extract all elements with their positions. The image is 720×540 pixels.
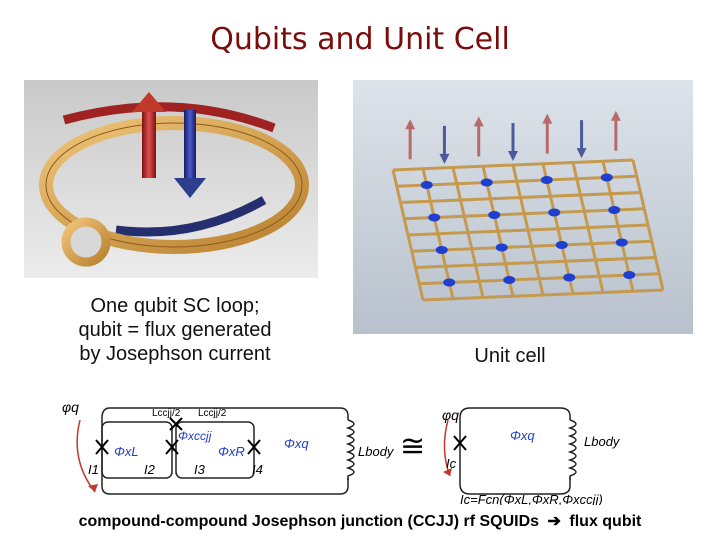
ccjj-circuit-diagram: φq Lccjj/2 Lccjj/2 ΦxL Φxccjj ΦxR Φxq Lb… bbox=[40, 390, 680, 507]
caption-line-1: One qubit SC loop; bbox=[90, 295, 260, 317]
lccjj-left-label: Lccjj/2 bbox=[152, 408, 181, 419]
spin-up-arrow bbox=[473, 116, 484, 157]
spin-down-arrow bbox=[439, 125, 450, 164]
qubit-loop-image bbox=[24, 80, 318, 278]
spin-down-arrow bbox=[508, 123, 518, 161]
qubit-loop-caption: One qubit SC loop; qubit = flux generate… bbox=[30, 294, 320, 366]
equivalence-symbol: ≅ bbox=[400, 430, 425, 463]
phi-q-ext-label: Φxq bbox=[284, 436, 309, 451]
caption-line-3: by Josephson current bbox=[79, 343, 271, 365]
l-body-label: Lbody bbox=[358, 444, 395, 459]
junction-dot bbox=[495, 243, 508, 252]
caption-line-2: qubit = flux generated bbox=[78, 319, 272, 341]
lattice-bar bbox=[411, 239, 652, 253]
i3-label: I3 bbox=[194, 462, 206, 477]
slide-title: Qubits and Unit Cell bbox=[210, 22, 510, 57]
lattice-bar bbox=[541, 163, 575, 295]
unit-cell-lattice-image bbox=[353, 80, 693, 334]
lattice-bar bbox=[422, 288, 664, 302]
junction-dot bbox=[623, 271, 636, 279]
footer-text-after: flux qubit bbox=[569, 513, 642, 530]
ic-formula: Ic=Fcn(ΦxL,ΦxR,Φxccjj) bbox=[460, 492, 603, 505]
phi-r-label: ΦxR bbox=[218, 444, 245, 459]
lattice-bar bbox=[601, 160, 635, 292]
lattice-bar bbox=[415, 256, 656, 269]
junction-dot bbox=[435, 246, 448, 254]
junction-dot bbox=[563, 273, 576, 282]
phi-q-right-label: φq bbox=[442, 407, 459, 423]
junction-dot bbox=[428, 213, 441, 222]
phi-ccjj-label: Φxccjj bbox=[178, 429, 212, 443]
phi-q-ext-right-label: Φxq bbox=[510, 428, 535, 443]
lattice-bar bbox=[631, 159, 665, 291]
ic-label: Ic bbox=[446, 456, 457, 471]
i2-label: I2 bbox=[144, 462, 156, 477]
lattice-bar bbox=[419, 272, 660, 286]
junction-dot bbox=[443, 278, 456, 287]
phi-q-label: φq bbox=[62, 399, 79, 415]
junction-dot bbox=[555, 241, 568, 249]
l-body-right-label: Lbody bbox=[584, 434, 621, 449]
junction-dot bbox=[540, 176, 553, 184]
footer-text-before: compound-compound Josephson junction (CC… bbox=[78, 513, 540, 530]
junction-dot bbox=[548, 208, 561, 217]
junction-dot bbox=[608, 206, 621, 214]
lattice-bar bbox=[571, 162, 605, 293]
spin-down-arrow bbox=[576, 120, 587, 159]
footer-caption: compound-compound Josephson junction (CC… bbox=[0, 511, 720, 531]
junction-dot bbox=[600, 173, 613, 182]
spin-up-arrow bbox=[542, 113, 553, 154]
right-arrow-icon: ➔ bbox=[547, 513, 561, 530]
junction-dot bbox=[615, 238, 628, 247]
unit-cell-caption: Unit cell bbox=[474, 345, 546, 367]
lccjj-right-label: Lccjj/2 bbox=[198, 408, 227, 419]
lattice-bar bbox=[511, 164, 545, 296]
junction-dot bbox=[503, 276, 516, 284]
phi-l-label: ΦxL bbox=[114, 444, 139, 459]
junction-dot bbox=[420, 181, 433, 189]
i4-label: I4 bbox=[252, 462, 263, 477]
junction-dot bbox=[488, 211, 501, 219]
spin-up-arrow bbox=[610, 110, 621, 151]
i1-label: I1 bbox=[88, 462, 99, 477]
junction-dot bbox=[480, 178, 493, 187]
spin-up-arrow bbox=[405, 119, 416, 160]
